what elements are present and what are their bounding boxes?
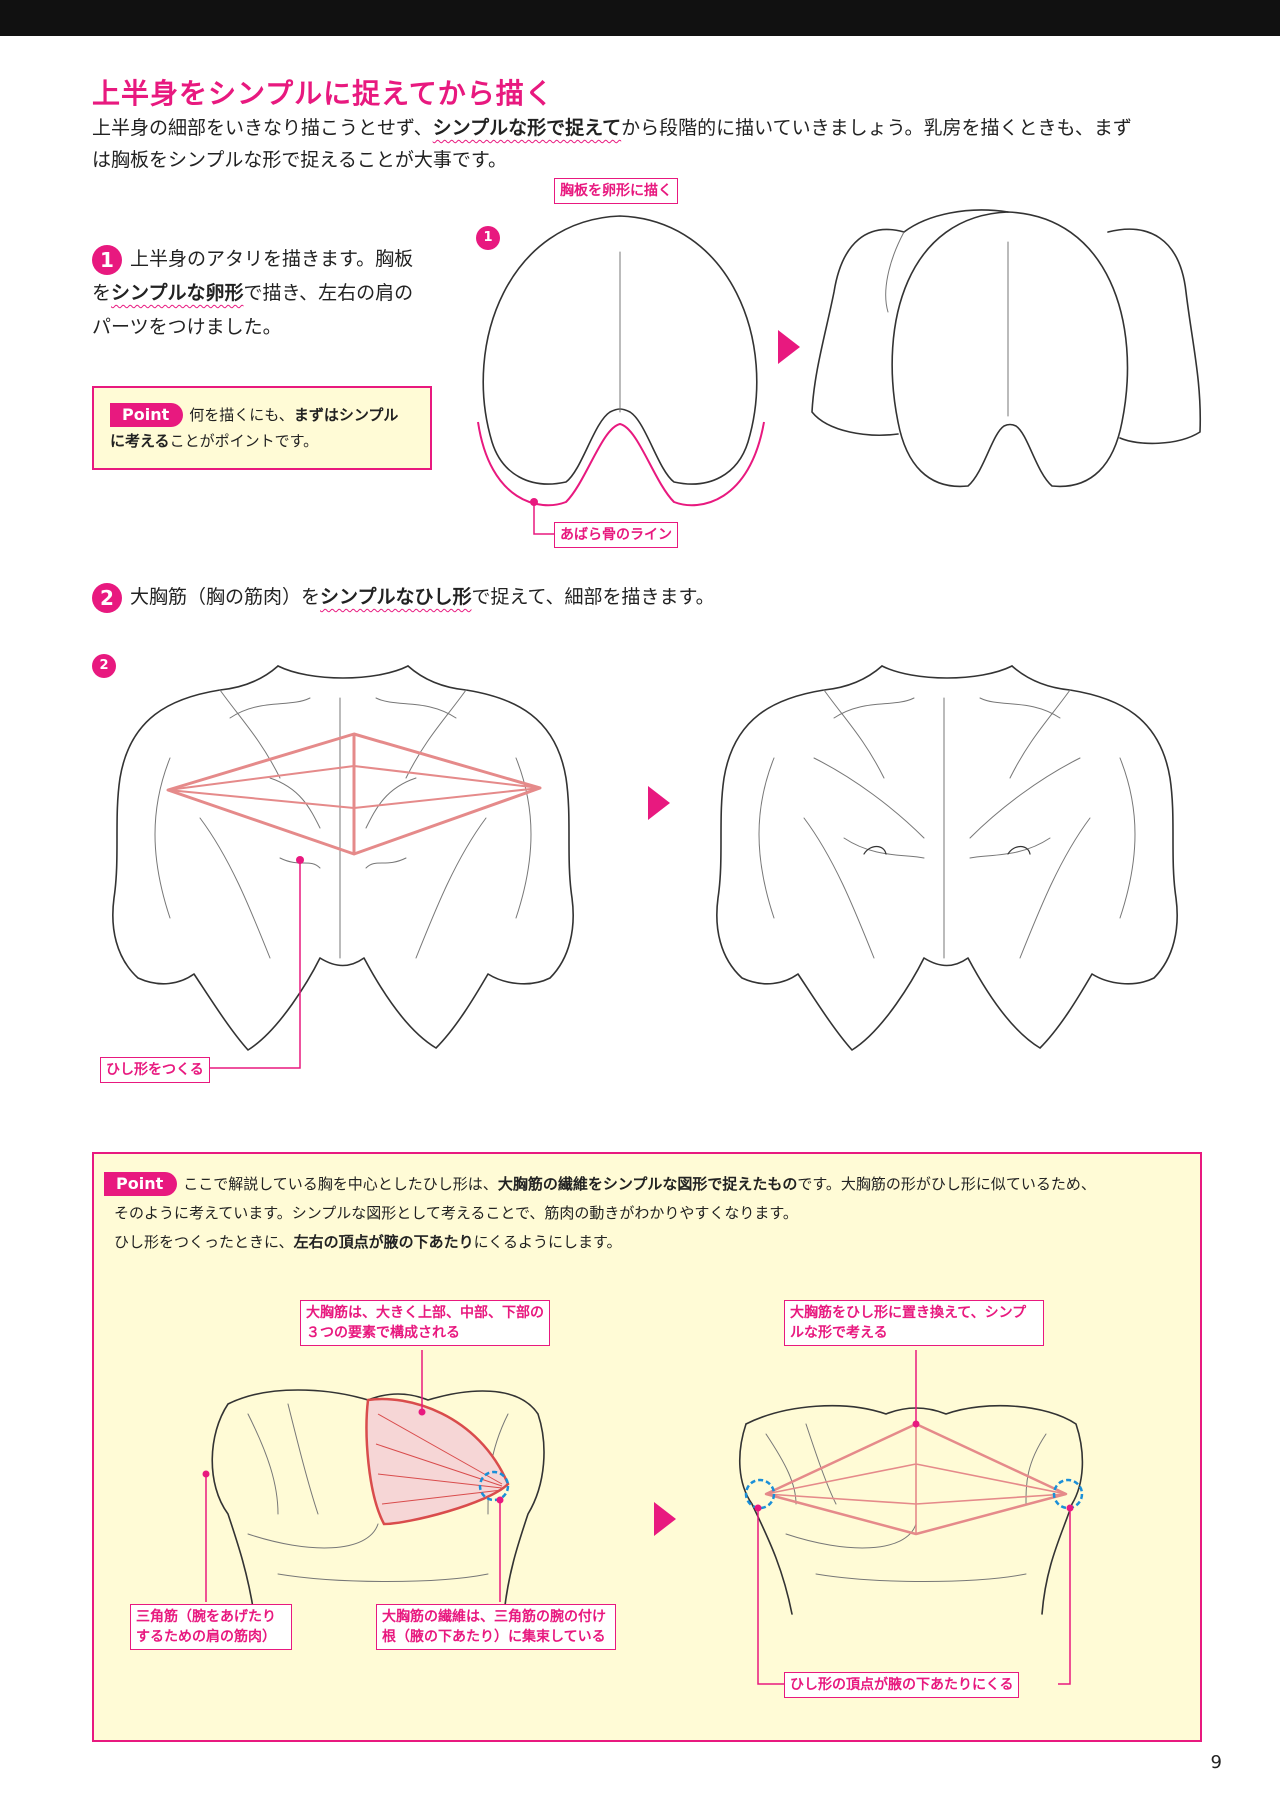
step1-number: 1 [92, 244, 122, 275]
label-diamond: ひし形をつくる [100, 1057, 210, 1083]
point-box-1: Point 何を描くにも、まずはシンプル に考えることがポイントです。 [92, 386, 432, 470]
step1-emphasis: シンプルな卵形 [111, 282, 244, 304]
step2-text: 2 大胸筋（胸の筋肉）をシンプルなひし形で捉えて、細部を描きます。 [92, 580, 715, 614]
label-vertex-armpit: ひし形の頂点が腋の下あたりにくる [784, 1672, 1020, 1698]
figure1-shoulders [811, 209, 1202, 488]
step1-line3: パーツをつけました。 [92, 316, 282, 338]
step2-number: 2 [92, 582, 122, 613]
intro-line1-rest: から段階的に描いていきましょう。乳房を描くときも、まず [621, 117, 1132, 139]
point-box-2: Point ここで解説している胸を中心としたひし形は、大胸筋の繊維をシンプルな図形… [92, 1152, 1202, 1742]
top-bar [0, 0, 1280, 36]
intro-emphasis: シンプルな形で捉えて [432, 117, 622, 139]
point2-line3-rest: にくるようにします。 [473, 1233, 622, 1251]
point2-line1-rest: です。大胸筋の形がひし形に似ているため、 [797, 1175, 1096, 1193]
figure3-pec-fibers [202, 1389, 545, 1615]
arrow-2 [648, 786, 670, 820]
figure2-torso-finished [716, 665, 1178, 1051]
leader-lines-right [757, 1350, 1071, 1685]
intro-line1: 上半身の細部をいきなり描こうとせず、 [92, 117, 433, 139]
leader-lines-left [205, 1350, 501, 1602]
figure2-badge: 2 [92, 654, 116, 678]
intro-text: 上半身の細部をいきなり描こうとせず、シンプルな形で捉えてから段階的に描いていきま… [92, 112, 1212, 176]
page-number: 9 [1210, 1752, 1222, 1773]
step1-line1: 上半身のアタリを描きます。胸板 [130, 248, 414, 270]
figure1-badge: 1 [476, 226, 500, 250]
step1-line2-rest: で描き、左右の肩の [243, 282, 414, 304]
point2-text: Point ここで解説している胸を中心としたひし形は、大胸筋の繊維をシンプルな図形… [104, 1170, 1184, 1257]
point2-bold2: 左右の頂点が腋の下あたり [293, 1233, 474, 1251]
intro-line2: は胸板をシンプルな形で捉えることが大事です。 [92, 149, 507, 171]
label-deltoid: 三角筋（腕をあげたりするための肩の筋肉） [130, 1604, 292, 1650]
figure2-torso-diamond [112, 665, 574, 1069]
point-tag: Point [110, 403, 184, 427]
step2-line-rest: で捉えて、細部を描きます。 [471, 586, 715, 608]
arrow-1 [778, 330, 800, 364]
point2-tag: Point [104, 1172, 178, 1196]
point1-text-a: 何を描くにも、 [189, 406, 294, 424]
point1-bold-b: に考える [110, 432, 170, 450]
page-title: 上半身をシンプルに捉えてから描く [92, 77, 554, 110]
point1-text-b: ことがポイントです。 [169, 432, 319, 450]
figure1-egg-torso [477, 215, 765, 535]
point2-line1: ここで解説している胸を中心としたひし形は、 [183, 1175, 498, 1193]
label-pec-parts: 大胸筋は、大きく上部、中部、下部の３つの要素で構成される [300, 1300, 550, 1346]
figure3-pec-diamond [738, 1404, 1084, 1615]
point2-line3: ひし形をつくったときに、 [114, 1233, 294, 1251]
label-egg-shape: 胸板を卵形に描く [554, 178, 678, 204]
label-replace-diamond: 大胸筋をひし形に置き換えて、シンプルな形で考える [784, 1300, 1044, 1346]
step1-text: 1 上半身のアタリを描きます。胸板 をシンプルな卵形で描き、左右の肩の パーツをつ… [92, 242, 442, 344]
step1-line2: を [92, 282, 112, 304]
label-fibers-converge: 大胸筋の繊維は、三角筋の腕の付け根（腋の下あたり）に集束している [376, 1604, 616, 1650]
step2-emphasis: シンプルなひし形 [320, 586, 472, 608]
arrow-3 [654, 1502, 676, 1536]
point1-bold-a: まずはシンプル [293, 406, 399, 424]
point2-line2: そのように考えています。シンプルな図形として考えることで、筋肉の動きがわかりやす… [114, 1204, 798, 1222]
label-rib-line: あばら骨のライン [554, 522, 678, 548]
point2-bold1: 大胸筋の繊維をシンプルな図形で捉えたもの [497, 1175, 798, 1193]
step2-line-a: 大胸筋（胸の筋肉）を [130, 586, 321, 608]
